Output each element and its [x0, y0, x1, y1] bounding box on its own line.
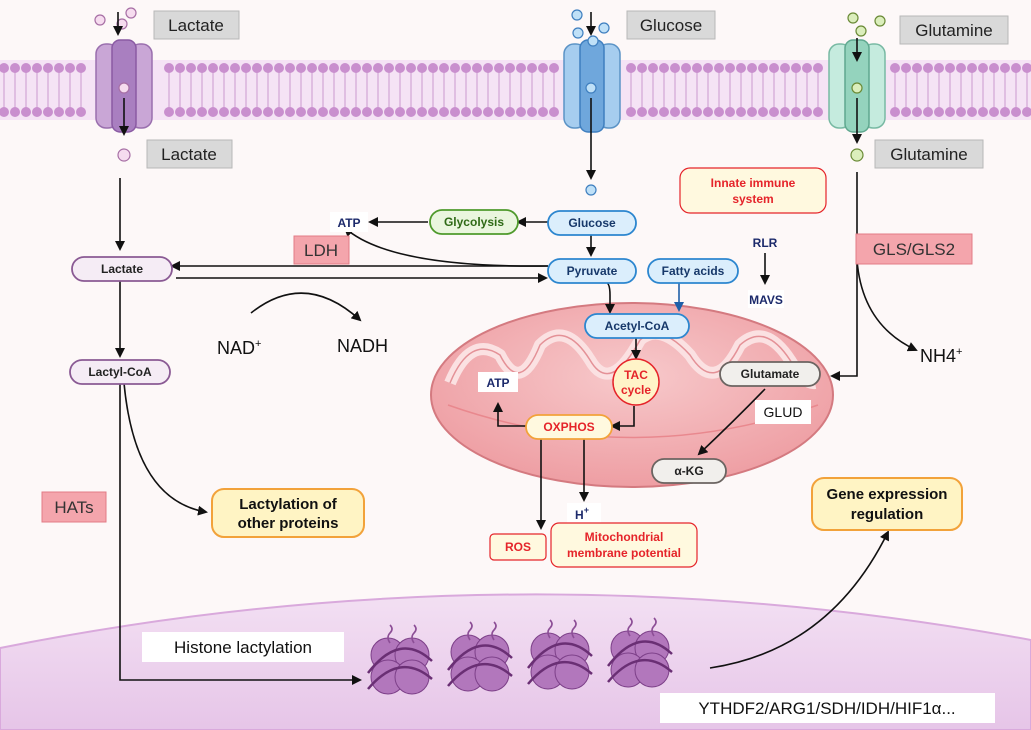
lactate-outside-label: Lactate — [153, 10, 240, 40]
innate-immune-box: Innate immune system — [679, 167, 827, 214]
svg-text:H+: H+ — [575, 505, 589, 522]
nucleosome-chain — [367, 617, 673, 695]
hats-label: HATs — [41, 491, 107, 523]
svg-text:Lactylation of: Lactylation of — [239, 496, 338, 513]
svg-text:Glutamate: Glutamate — [741, 367, 800, 381]
svg-text:Lactate: Lactate — [168, 16, 224, 35]
svg-text:HATs: HATs — [54, 498, 93, 517]
svg-text:NH4+: NH4+ — [920, 346, 962, 366]
svg-text:OXPHOS: OXPHOS — [543, 420, 594, 434]
glucose-node: Glucose — [547, 210, 637, 236]
svg-text:Pyruvate: Pyruvate — [567, 264, 618, 278]
gene-expression-box: Gene expression regulation — [811, 477, 963, 531]
svg-text:Fatty acids: Fatty acids — [662, 264, 725, 278]
svg-text:Gene expression: Gene expression — [827, 486, 948, 503]
svg-text:ATP: ATP — [486, 376, 509, 390]
svg-text:α-KG: α-KG — [674, 464, 703, 478]
arrows — [113, 12, 918, 685]
svg-text:Glutamine: Glutamine — [890, 145, 967, 164]
svg-text:LDH: LDH — [304, 241, 338, 260]
svg-text:GLUD: GLUD — [764, 404, 803, 420]
acetyl-coa-node: Acetyl-CoA — [584, 313, 690, 339]
nadh-label: NADH — [337, 336, 388, 356]
mmp-node: Mitochondrial membrane potential — [550, 522, 698, 568]
lactate-molecules — [94, 7, 137, 162]
lactylation-other-proteins-box: Lactylation of other proteins — [211, 488, 365, 538]
svg-text:ATP: ATP — [337, 216, 360, 230]
gls-label: GLS/GLS2 — [855, 233, 973, 265]
svg-text:MAVS: MAVS — [749, 293, 783, 307]
pyruvate-node: Pyruvate — [547, 258, 637, 284]
rlr-label: RLR — [753, 236, 778, 250]
svg-text:regulation: regulation — [851, 506, 924, 523]
svg-text:system: system — [732, 192, 773, 206]
glud-label: GLUD — [755, 400, 811, 424]
ldh-label: LDH — [293, 235, 350, 265]
akg-node: α-KG — [651, 458, 727, 484]
svg-text:Acetyl-CoA: Acetyl-CoA — [605, 319, 670, 333]
svg-text:NAD+: NAD+ — [217, 338, 261, 358]
lactate-node: Lactate — [71, 256, 173, 282]
glucose-molecules — [571, 9, 610, 196]
svg-text:Innate immune: Innate immune — [711, 176, 796, 190]
h-plus-label: H+ — [567, 503, 601, 525]
glutamate-node: Glutamate — [719, 361, 821, 387]
ros-node: ROS — [489, 533, 547, 561]
glutamine-outside-label: Glutamine — [899, 15, 1009, 45]
oxphos-node: OXPHOS — [525, 414, 613, 440]
svg-text:Lactate: Lactate — [161, 145, 217, 164]
svg-text:Histone lactylation: Histone lactylation — [174, 638, 312, 657]
svg-text:TAC: TAC — [624, 368, 648, 382]
membrane-heads — [0, 63, 1031, 117]
nad-label: NAD+ — [217, 338, 261, 358]
svg-text:GLS/GLS2: GLS/GLS2 — [873, 240, 955, 259]
svg-text:Lactate: Lactate — [101, 262, 143, 276]
svg-text:Glucose: Glucose — [640, 16, 702, 35]
targets-label: YTHDF2/ARG1/SDH/IDH/HIF1α... — [660, 693, 995, 723]
svg-text:Glycolysis: Glycolysis — [444, 215, 504, 229]
histone-lactylation-label: Histone lactylation — [142, 632, 344, 662]
lactate-inside-label: Lactate — [146, 139, 233, 169]
atp-glycolysis-label: ATP — [330, 212, 368, 232]
svg-text:ROS: ROS — [505, 540, 531, 554]
svg-text:Glutamine: Glutamine — [915, 21, 992, 40]
glutamine-molecules — [847, 12, 886, 162]
svg-text:YTHDF2/ARG1/SDH/IDH/HIF1α...: YTHDF2/ARG1/SDH/IDH/HIF1α... — [698, 699, 955, 718]
glycolysis-node: Glycolysis — [429, 209, 519, 235]
svg-text:cycle: cycle — [621, 383, 651, 397]
svg-text:Glucose: Glucose — [568, 216, 616, 230]
fatty-acids-node: Fatty acids — [647, 258, 739, 284]
svg-text:Mitochondrial: Mitochondrial — [585, 530, 664, 544]
tac-cycle-node: TAC cycle — [612, 358, 660, 406]
lactyl-coa-node: Lactyl-CoA — [69, 359, 171, 385]
svg-text:Lactyl-CoA: Lactyl-CoA — [88, 365, 152, 379]
svg-text:other proteins: other proteins — [238, 515, 339, 532]
nh4-label: NH4+ — [920, 346, 962, 366]
glucose-outside-label: Glucose — [626, 10, 716, 40]
mavs-label: MAVS — [748, 290, 784, 308]
glutamine-inside-label: Glutamine — [874, 139, 984, 169]
atp-mito-label: ATP — [478, 372, 518, 392]
svg-text:membrane potential: membrane potential — [567, 546, 681, 560]
